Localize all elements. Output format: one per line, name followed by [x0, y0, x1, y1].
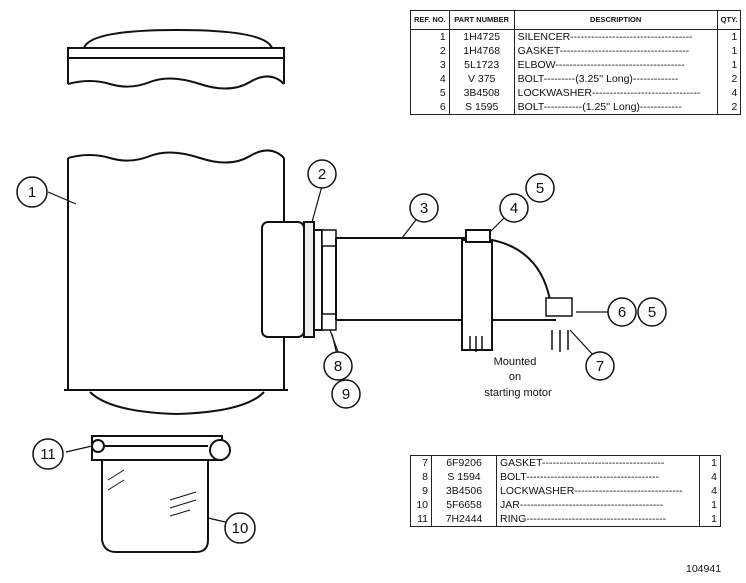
description: BOLT-----------(1.25'' Long)------------: [513, 100, 718, 115]
table-row: 3 5L1723 ELBOW--------------------------…: [410, 58, 742, 72]
description: JAR-------------------------------------…: [496, 498, 700, 512]
svg-text:1: 1: [28, 184, 36, 201]
table-row: 6 S 1595 BOLT-----------(1.25'' Long)---…: [410, 100, 742, 115]
svg-text:starting motor: starting motor: [484, 387, 552, 399]
header-part-number: PART NUMBER: [448, 10, 515, 30]
ref-no: 3: [410, 58, 450, 72]
part-number: 7H2444: [431, 512, 497, 527]
svg-text:7: 7: [596, 358, 604, 375]
jar: [101, 459, 209, 553]
table-row: 10 5F6658 JAR---------------------------…: [410, 498, 721, 512]
callout-3: 3: [409, 193, 439, 223]
parts-table-top: REF. NO. PART NUMBER DESCRIPTION QTY. 1 …: [410, 10, 742, 115]
callout-5-upper: 5: [525, 173, 555, 203]
callout-10: 10: [224, 512, 256, 544]
description: BOLT------------------------------------…: [496, 470, 700, 484]
ref-no: 4: [410, 72, 450, 86]
description: LOCKWASHER------------------------------…: [496, 484, 700, 498]
header-qty: QTY.: [716, 10, 742, 30]
table-row: 8 S 1594 BOLT---------------------------…: [410, 470, 721, 484]
svg-text:6: 6: [618, 304, 626, 321]
ref-no: 9: [410, 484, 432, 498]
quantity: 4: [699, 470, 721, 484]
description: RING------------------------------------…: [496, 512, 700, 527]
table-row: 4 V 375 BOLT---------(3.25'' Long)------…: [410, 72, 742, 86]
quantity: 2: [716, 72, 742, 86]
quantity: 2: [716, 100, 742, 115]
clamp-ring: [91, 435, 231, 461]
part-number: 3B4506: [431, 484, 497, 498]
table-row: 2 1H4768 GASKET-------------------------…: [410, 44, 742, 58]
description: SILENCER--------------------------------…: [513, 29, 718, 44]
svg-text:3: 3: [420, 200, 428, 217]
quantity: 1: [699, 455, 721, 470]
part-number: 1H4725: [448, 29, 515, 44]
table-row: 9 3B4506 LOCKWASHER---------------------…: [410, 484, 721, 498]
quantity: 4: [699, 484, 721, 498]
svg-text:on: on: [509, 371, 521, 383]
part-number: S 1595: [448, 100, 515, 115]
svg-text:5: 5: [648, 304, 656, 321]
ref-no: 1: [410, 29, 450, 44]
description: GASKET----------------------------------…: [496, 455, 700, 470]
svg-text:2: 2: [318, 166, 326, 183]
svg-text:5: 5: [536, 180, 544, 197]
part-number: V 375: [448, 72, 515, 86]
quantity: 4: [716, 86, 742, 100]
callout-2: 2: [307, 159, 337, 189]
table-row: 1 1H4725 SILENCER-----------------------…: [410, 29, 742, 44]
part-number: 1H4768: [448, 44, 515, 58]
description: GASKET----------------------------------…: [513, 44, 718, 58]
ref-no: 2: [410, 44, 450, 58]
svg-text:4: 4: [510, 200, 518, 217]
callout-4: 4: [499, 193, 529, 223]
mounting-bolt: [469, 297, 573, 352]
description: LOCKWASHER------------------------------…: [513, 86, 718, 100]
elbow: [335, 229, 556, 351]
description: ELBOW-----------------------------------…: [513, 58, 718, 72]
part-number: 5L1723: [448, 58, 515, 72]
svg-text:8: 8: [334, 358, 342, 375]
svg-text:Mounted: Mounted: [494, 356, 537, 368]
quantity: 1: [699, 498, 721, 512]
quantity: 1: [716, 58, 742, 72]
drawing-number: 104941: [686, 563, 722, 575]
header-description: DESCRIPTION: [513, 10, 718, 30]
svg-text:9: 9: [342, 386, 350, 403]
callout-8: 8: [323, 351, 353, 381]
quantity: 1: [716, 29, 742, 44]
svg-text:10: 10: [232, 520, 249, 537]
callout-7: 7: [585, 351, 615, 381]
callout-9: 9: [331, 379, 361, 409]
callout-6: 6: [607, 297, 637, 327]
table-row: 11 7H2444 RING--------------------------…: [410, 512, 721, 527]
mounting-note: Mounted on starting motor: [484, 356, 552, 399]
callout-1: 1: [16, 176, 48, 208]
header-ref: REF. NO.: [410, 10, 450, 30]
quantity: 1: [716, 44, 742, 58]
parts-table-bottom: 7 6F9206 GASKET-------------------------…: [410, 455, 721, 527]
part-number: 3B4508: [448, 86, 515, 100]
silencer-cap: [67, 28, 285, 90]
part-number: 6F9206: [431, 455, 497, 470]
part-number: 5F6658: [431, 498, 497, 512]
silencer-body: [64, 149, 288, 416]
ref-no: 5: [410, 86, 450, 100]
flange-bolts: [321, 229, 337, 331]
table-row: 5 3B4508 LOCKWASHER---------------------…: [410, 86, 742, 100]
ref-no: 11: [410, 512, 432, 527]
callout-11: 11: [32, 438, 64, 470]
ref-no: 8: [410, 470, 432, 484]
description: BOLT---------(3.25'' Long)-------------: [513, 72, 718, 86]
quantity: 1: [699, 512, 721, 527]
part-number: S 1594: [431, 470, 497, 484]
callout-5-lower: 5: [637, 297, 667, 327]
svg-text:11: 11: [40, 446, 56, 463]
table-row: 7 6F9206 GASKET-------------------------…: [410, 455, 721, 470]
ref-no: 10: [410, 498, 432, 512]
ref-no: 7: [410, 455, 432, 470]
silencer-flange: [261, 221, 323, 338]
ref-no: 6: [410, 100, 450, 115]
